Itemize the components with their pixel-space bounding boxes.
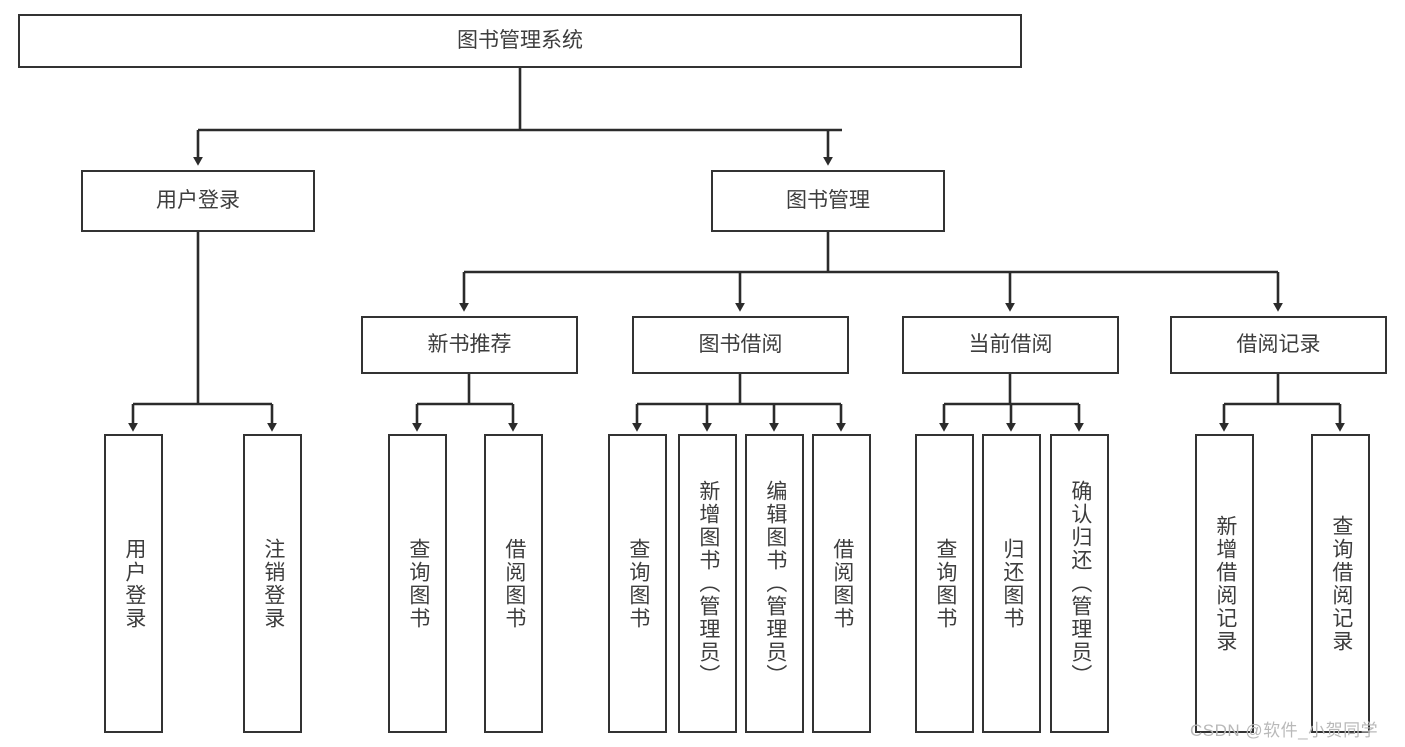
leaf-add-book-admin-label: 新增图书（管理员） (696, 480, 720, 687)
node-book-borrow-label: 图书借阅 (698, 332, 783, 356)
node-borrow-record[interactable]: 借阅记录 (1170, 316, 1387, 374)
leaf-borrow-book-recommend[interactable]: 借阅图书 (484, 434, 543, 733)
leaf-borrow-book-label: 借阅图书 (830, 537, 854, 630)
leaf-query-book-recommend-label: 查询图书 (406, 537, 430, 630)
leaf-query-book-recommend[interactable]: 查询图书 (388, 434, 447, 733)
leaf-borrow-book[interactable]: 借阅图书 (812, 434, 871, 733)
leaf-query-book-borrow-label: 查询图书 (626, 537, 650, 630)
leaf-return-book-label: 归还图书 (1000, 537, 1024, 630)
node-book-management-label: 图书管理 (786, 188, 870, 212)
watermark: CSDN @软件_小贺同学 (1190, 721, 1379, 740)
leaf-confirm-return-admin-label: 确认归还（管理员） (1068, 480, 1092, 687)
leaf-add-borrow-record-label: 新增借阅记录 (1213, 514, 1237, 653)
leaf-query-borrow-record-label: 查询借阅记录 (1329, 514, 1353, 653)
node-root-label: 图书管理系统 (457, 28, 583, 52)
leaf-query-book-current[interactable]: 查询图书 (915, 434, 974, 733)
node-borrow-record-label: 借阅记录 (1236, 332, 1321, 356)
leaf-user-login[interactable]: 用户登录 (104, 434, 163, 733)
leaf-query-borrow-record[interactable]: 查询借阅记录 (1311, 434, 1370, 733)
leaf-add-book-admin[interactable]: 新增图书（管理员） (678, 434, 737, 733)
leaf-logout[interactable]: 注销登录 (243, 434, 302, 733)
leaf-logout-label: 注销登录 (261, 537, 285, 630)
leaf-query-book-borrow[interactable]: 查询图书 (608, 434, 667, 733)
leaf-query-book-current-label: 查询图书 (933, 537, 957, 630)
node-user-login[interactable]: 用户登录 (81, 170, 315, 232)
leaf-borrow-book-recommend-label: 借阅图书 (502, 537, 526, 630)
node-book-borrow[interactable]: 图书借阅 (632, 316, 849, 374)
node-current-borrow-label: 当前借阅 (968, 332, 1053, 356)
leaf-edit-book-admin-label: 编辑图书（管理员） (763, 480, 787, 687)
node-user-login-label: 用户登录 (156, 188, 240, 212)
node-root[interactable]: 图书管理系统 (18, 14, 1022, 68)
leaf-edit-book-admin[interactable]: 编辑图书（管理员） (745, 434, 804, 733)
leaf-add-borrow-record[interactable]: 新增借阅记录 (1195, 434, 1254, 733)
leaf-return-book[interactable]: 归还图书 (982, 434, 1041, 733)
node-current-borrow[interactable]: 当前借阅 (902, 316, 1119, 374)
node-new-book-recommend[interactable]: 新书推荐 (361, 316, 578, 374)
leaf-confirm-return-admin[interactable]: 确认归还（管理员） (1050, 434, 1109, 733)
leaf-user-login-label: 用户登录 (122, 537, 146, 630)
node-new-book-recommend-label: 新书推荐 (427, 332, 512, 356)
node-book-management[interactable]: 图书管理 (711, 170, 945, 232)
